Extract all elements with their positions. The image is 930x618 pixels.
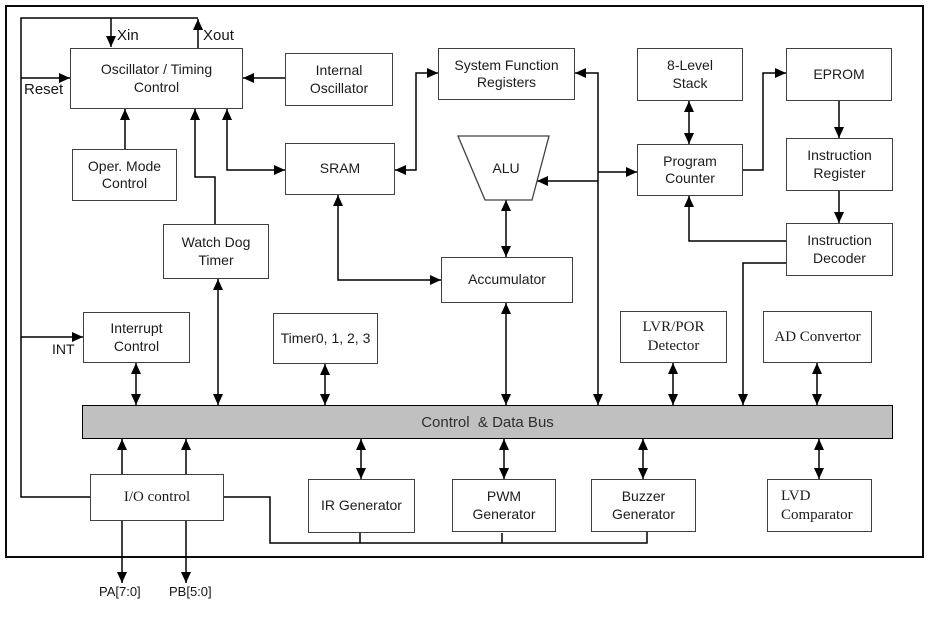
arrowhead-down-31 [738, 394, 748, 405]
block-watch-dog-timer: Watch Dog Timer [163, 224, 269, 279]
arrowhead-up-32 [684, 101, 694, 112]
block-lvr-por-detector: LVR/POR Detector [620, 311, 727, 363]
arrowhead-up-25 [320, 364, 330, 375]
arrowhead-down-18 [501, 246, 511, 257]
arrowhead-up-34 [684, 196, 694, 207]
arrowhead-up-21 [131, 363, 141, 374]
block-program-counter: Program Counter [637, 144, 743, 196]
wire-8 [194, 109, 216, 224]
arrowhead-up-0 [193, 19, 203, 30]
block-oper-mode-control: Oper. Mode Control [72, 149, 177, 201]
block-buzzer-generator: Buzzer Generator [591, 479, 696, 532]
arrowhead-up-6 [222, 109, 232, 120]
arrowhead-up-42 [499, 439, 509, 450]
arrowhead-right-3 [72, 332, 83, 342]
arrowhead-down-20 [501, 394, 511, 405]
diagram-border [5, 5, 924, 558]
arrowhead-left-4 [243, 73, 254, 83]
arrowhead-down-30 [812, 394, 822, 405]
wire-24 [743, 72, 786, 171]
arrowhead-right-35 [775, 68, 786, 78]
label-xin: Xin [117, 27, 139, 44]
block-internal-oscillator: Internal Oscillator [285, 53, 393, 106]
block-io-control: I/O control [90, 474, 224, 521]
wire-26 [742, 262, 786, 405]
arrowhead-down-33 [684, 133, 694, 144]
block-ir-generator: IR Generator [308, 479, 415, 533]
arrowhead-up-8 [190, 109, 200, 120]
wire-11 [575, 72, 599, 405]
arrowhead-down-22 [131, 394, 141, 405]
arrowhead-down-41 [356, 468, 366, 479]
block-accumulator: Accumulator [441, 257, 573, 303]
arrowhead-up-17 [501, 200, 511, 211]
label-reset: Reset [24, 81, 64, 98]
label-xout: Xout [203, 27, 234, 44]
arrowhead-right-2 [59, 73, 70, 83]
wire-35 [224, 496, 648, 544]
arrowhead-down-47 [814, 468, 824, 479]
control-data-bus: Control & Data Bus [82, 405, 893, 439]
arrowhead-down-49 [181, 572, 191, 583]
arrowhead-down-24 [213, 394, 223, 405]
arrowhead-up-23 [213, 279, 223, 290]
block-instruction-register: Instruction Register [786, 138, 893, 191]
arrowhead-down-37 [834, 212, 844, 223]
arrowhead-right-9 [427, 68, 438, 78]
arrowhead-left-13 [575, 68, 586, 78]
arrowhead-up-46 [814, 439, 824, 450]
wire-1 [20, 17, 198, 498]
block-lvd-comparator: LVD Comparator [767, 479, 872, 532]
arrowhead-up-29 [812, 363, 822, 374]
arrowhead-down-1 [106, 36, 116, 47]
arrowhead-up-5 [120, 109, 130, 120]
arrowhead-up-44 [638, 439, 648, 450]
wire-10 [337, 195, 441, 281]
arrowhead-down-45 [638, 468, 648, 479]
block-pwm-generator: PWM Generator [452, 479, 556, 532]
arrowhead-up-27 [668, 363, 678, 374]
block-system-function-registers: System Function Registers [438, 48, 575, 100]
wire-7 [226, 109, 285, 171]
arrowhead-down-26 [320, 394, 330, 405]
block-interrupt-control: Interrupt Control [83, 312, 190, 363]
block-alu-label: ALU [492, 160, 520, 176]
block-ad-convertor: AD Convertor [763, 311, 872, 363]
block-instruction-decoder: Instruction Decoder [786, 223, 893, 276]
arrowhead-down-16 [593, 394, 603, 405]
arrowhead-right-14 [626, 167, 637, 177]
block-timer0-1-2-3: Timer0, 1, 2, 3 [273, 313, 378, 364]
label-int: INT [52, 341, 75, 357]
block-oscillator-timing-control: Oscillator / Timing Control [70, 48, 243, 109]
arrowhead-up-19 [501, 303, 511, 314]
arrowhead-left-15 [537, 176, 548, 186]
arrowhead-up-38 [117, 439, 127, 450]
arrowhead-right-12 [430, 275, 441, 285]
arrowhead-down-43 [499, 468, 509, 479]
arrowhead-up-40 [356, 439, 366, 450]
block-eight-level-stack: 8-Level Stack [637, 48, 743, 101]
arrowhead-down-28 [668, 394, 678, 405]
label-pa: PA[7:0] [99, 584, 141, 599]
arrowhead-down-48 [117, 572, 127, 583]
arrowhead-down-36 [834, 127, 844, 138]
arrowhead-left-10 [395, 165, 406, 175]
arrowhead-up-11 [333, 195, 343, 206]
wire-25 [688, 196, 786, 242]
arrowhead-up-39 [181, 439, 191, 450]
arrowhead-right-7 [274, 165, 285, 175]
label-pb: PB[5:0] [169, 584, 212, 599]
wire-9 [395, 72, 438, 171]
block-eprom: EPROM [786, 48, 892, 101]
block-alu-shape [457, 135, 550, 201]
bus-label: Control & Data Bus [421, 413, 554, 431]
block-sram: SRAM [285, 143, 395, 195]
